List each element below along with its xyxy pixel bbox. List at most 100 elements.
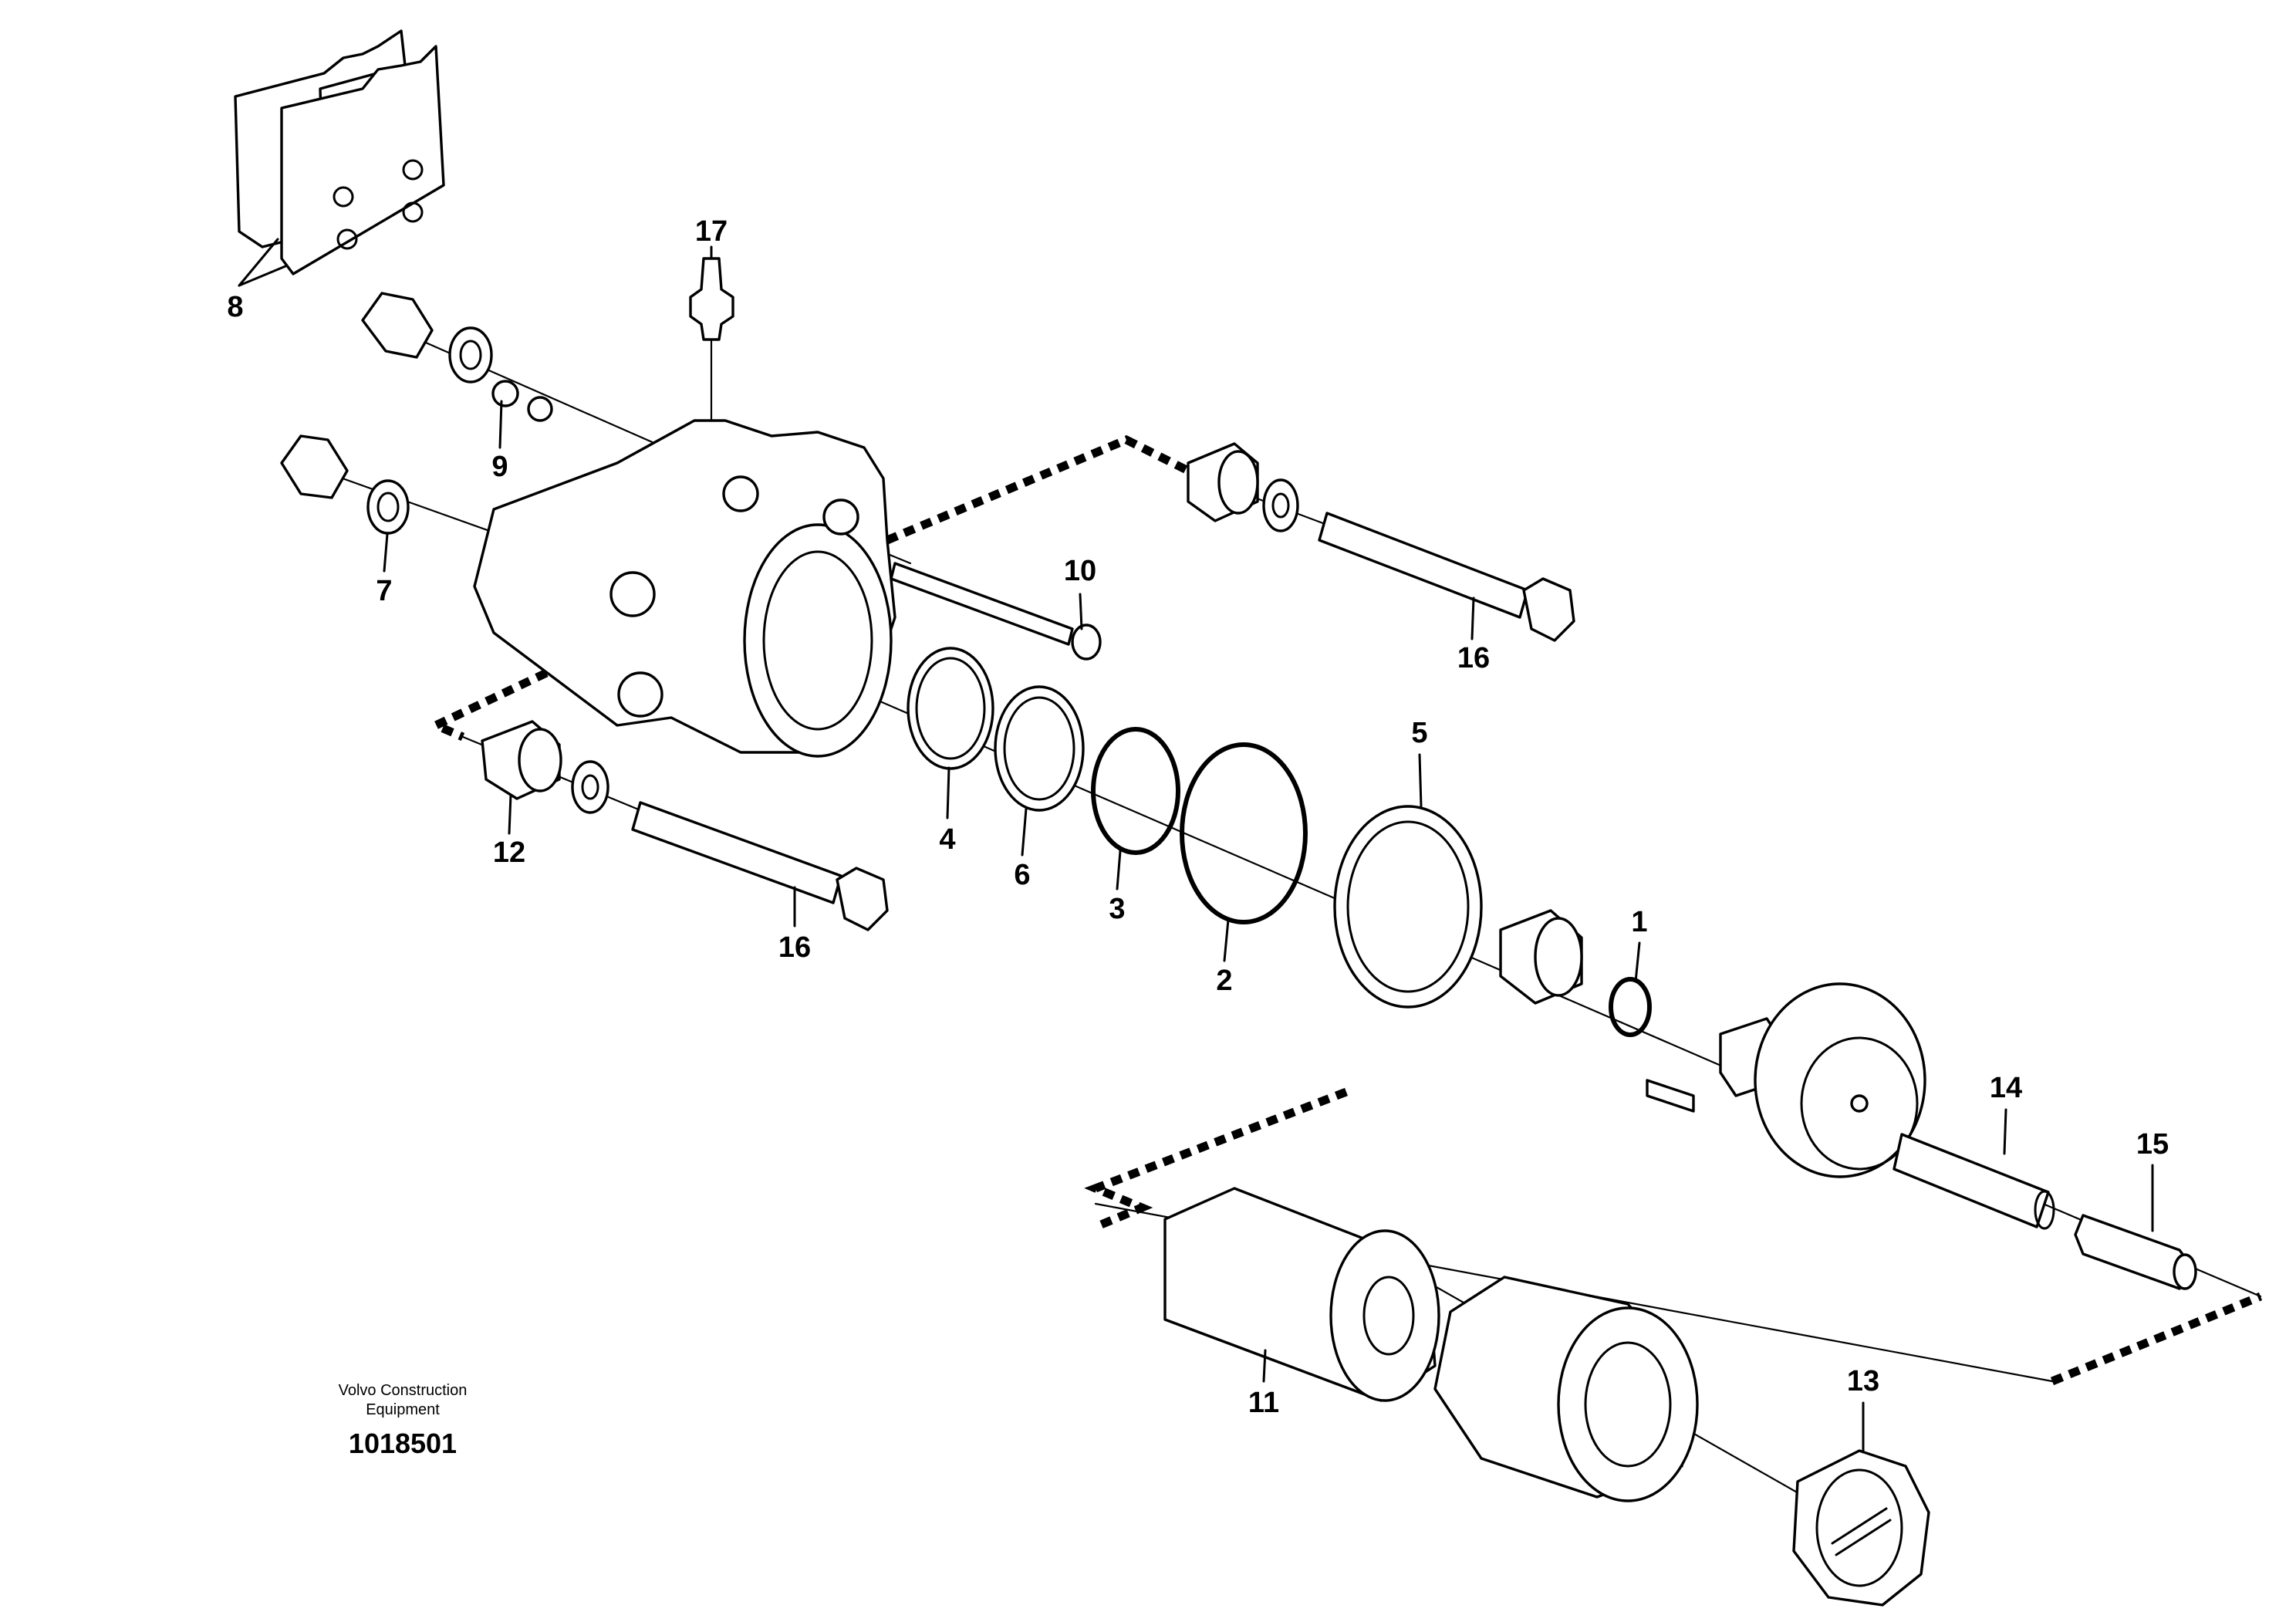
part-1-o-ring bbox=[1609, 977, 1652, 1037]
dashed-outline-lower bbox=[1084, 1087, 1348, 1232]
part-15-hex-nut bbox=[2074, 1214, 2197, 1290]
plug-washer bbox=[366, 479, 410, 535]
bolt-shaft bbox=[631, 801, 842, 904]
axis-line-plug-7 bbox=[330, 473, 495, 534]
housing-boss bbox=[609, 571, 656, 617]
leader-10 bbox=[1079, 593, 1083, 630]
cap-screw-shaft bbox=[890, 562, 1074, 646]
piston-end bbox=[1534, 917, 1583, 997]
part-17-grease-nipple bbox=[689, 257, 734, 341]
hex-plug bbox=[361, 292, 434, 359]
label-part-6: 6 bbox=[1014, 859, 1030, 891]
shim-hole bbox=[402, 201, 424, 223]
spring-coil bbox=[2034, 1190, 2055, 1230]
end-cap-body bbox=[1792, 1449, 1930, 1607]
part-7-plug-and-washer bbox=[280, 434, 410, 535]
bolt-washer-inner bbox=[1271, 492, 1290, 519]
end-cap-face bbox=[1815, 1468, 1903, 1587]
part-14-spring bbox=[1893, 1133, 2055, 1230]
label-part-10: 10 bbox=[1064, 555, 1096, 587]
seals-and-rings bbox=[907, 647, 1483, 1009]
yoke-disc bbox=[1754, 982, 1926, 1178]
brand-name-line2: Equipment bbox=[366, 1401, 440, 1418]
bolt-washer-inner bbox=[581, 774, 599, 800]
small-plug bbox=[491, 380, 519, 407]
housing-boss bbox=[722, 475, 759, 512]
label-part-3: 3 bbox=[1109, 893, 1125, 925]
label-part-4: 4 bbox=[939, 823, 955, 856]
plug-washer bbox=[448, 326, 493, 384]
part-10-cap-screw bbox=[890, 562, 1102, 661]
axis-line-plug-9 bbox=[400, 330, 657, 445]
nipple-body bbox=[689, 257, 734, 341]
bolt-shaft bbox=[1318, 512, 1529, 619]
shim-hole bbox=[333, 186, 354, 208]
bolt-washer bbox=[571, 760, 609, 814]
upper-plug-and-washer bbox=[361, 292, 493, 384]
shim-leader bbox=[238, 265, 287, 287]
label-part-13: 13 bbox=[1847, 1365, 1879, 1397]
part-13-end-cap bbox=[1792, 1449, 1930, 1607]
hex-nut-body bbox=[2074, 1214, 2193, 1290]
plug-washer-inner bbox=[376, 492, 400, 522]
leader-16a bbox=[1470, 596, 1475, 640]
cylinder-sleeve bbox=[1433, 1276, 1699, 1502]
hex-nut-end bbox=[2173, 1253, 2197, 1290]
dashed-outline-upper bbox=[885, 434, 1206, 545]
leader-2 bbox=[1223, 918, 1230, 962]
part-3-o-ring bbox=[1091, 727, 1180, 855]
housing-bore bbox=[743, 523, 893, 758]
part-9-small-plugs bbox=[491, 380, 553, 422]
spring-body bbox=[1893, 1133, 2050, 1228]
label-part-17: 17 bbox=[695, 215, 728, 248]
spacer-end bbox=[518, 728, 562, 792]
part-4-ring-inner bbox=[915, 657, 986, 760]
label-part-5: 5 bbox=[1411, 717, 1427, 749]
part-11-bellows bbox=[1163, 1187, 1440, 1402]
leader-9 bbox=[498, 400, 503, 449]
part-5-seal bbox=[1333, 805, 1483, 1009]
leader-11 bbox=[1262, 1349, 1267, 1383]
bolt-washer bbox=[1262, 478, 1299, 532]
drawing-number: 1018501 bbox=[349, 1428, 457, 1459]
cap-screw-head bbox=[1071, 623, 1102, 661]
leader-4 bbox=[946, 766, 950, 819]
part-4-ring bbox=[907, 647, 994, 770]
brand-block: Volvo Construction Equipment 1018501 bbox=[339, 1382, 468, 1459]
label-part-16-upper: 16 bbox=[1457, 642, 1490, 674]
housing-bore-inner bbox=[762, 550, 873, 731]
yoke-body bbox=[1719, 982, 1926, 1178]
hex-plug bbox=[280, 434, 349, 499]
small-pin bbox=[1646, 1079, 1695, 1113]
housing-boss bbox=[617, 671, 663, 718]
bellows-end bbox=[1329, 1229, 1440, 1402]
brand-name-line1: Volvo Construction bbox=[339, 1382, 468, 1399]
part-8-shim-plates bbox=[234, 29, 445, 287]
leader-3 bbox=[1116, 850, 1122, 890]
label-part-8: 8 bbox=[227, 291, 243, 323]
label-part-7: 7 bbox=[376, 575, 392, 607]
leader-12 bbox=[508, 793, 512, 835]
part-16-upper-bolt bbox=[1187, 442, 1575, 642]
leader-1 bbox=[1634, 941, 1641, 983]
small-plug bbox=[527, 396, 553, 422]
label-part-15: 15 bbox=[2136, 1128, 2169, 1161]
label-part-9: 9 bbox=[491, 451, 508, 483]
part-6-ring bbox=[994, 685, 1085, 812]
label-part-12: 12 bbox=[493, 836, 525, 869]
main-housing bbox=[473, 419, 896, 758]
label-part-2: 2 bbox=[1216, 965, 1232, 997]
part-12-16-lower-bolt bbox=[481, 720, 889, 931]
housing-boss bbox=[822, 498, 859, 536]
plug-washer-inner bbox=[459, 340, 482, 370]
sleeve-bore bbox=[1584, 1341, 1672, 1468]
end-cap-slot bbox=[1831, 1507, 1892, 1556]
shim-leader bbox=[238, 238, 279, 287]
leader-14 bbox=[2003, 1108, 2007, 1155]
label-part-14: 14 bbox=[1990, 1072, 2022, 1104]
yoke-center-hole bbox=[1850, 1094, 1869, 1113]
spacer-end bbox=[1217, 450, 1259, 515]
leader-6 bbox=[1021, 807, 1028, 857]
piston-group bbox=[1499, 909, 1695, 1113]
